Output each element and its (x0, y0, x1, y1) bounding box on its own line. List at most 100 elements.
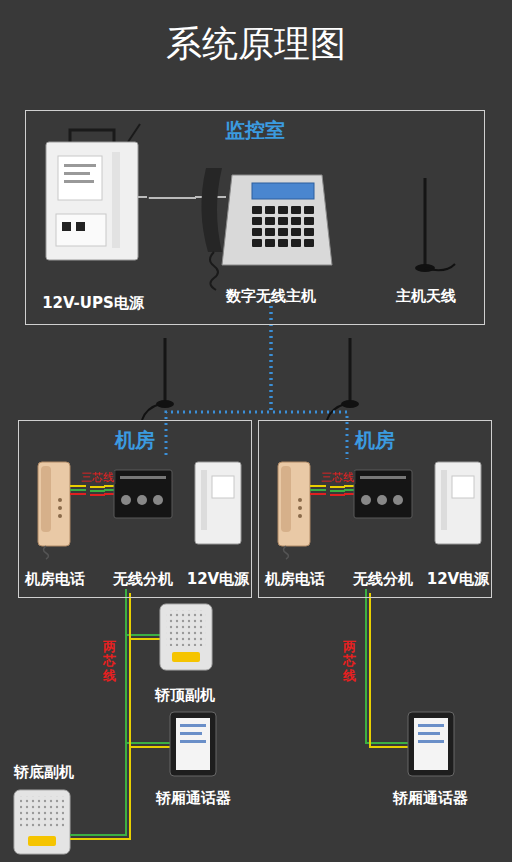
device-label: 12V电源 (187, 569, 249, 589)
machine-room-illustration-part (153, 495, 163, 505)
machine-room-illustration (38, 462, 241, 559)
machine-room-illustration-part (212, 476, 234, 498)
car-intercom-illustration (148, 712, 454, 776)
machine-room-panel: 机房机房电话无线分机12V电源 (258, 420, 492, 598)
machine-room-illustration-part (201, 470, 207, 530)
device-label: 12V电源 (427, 569, 489, 589)
wire-strand (126, 589, 145, 635)
machine-room-illustration-part (70, 485, 86, 487)
car-bottom-speaker-illustration-part (70, 834, 84, 836)
host-phone-illustration-part (252, 206, 317, 250)
machine-room-illustration-part (114, 470, 172, 518)
car-intercom-illustration-part (418, 724, 444, 727)
car-intercom-illustration-part (385, 742, 408, 744)
device-label: 无线分机 (113, 569, 173, 589)
wire-strand (166, 306, 271, 459)
car-intercom-illustration-part (180, 740, 206, 743)
device-label: 轿顶副机 (155, 685, 215, 705)
car-top-speaker-illustration-part (166, 610, 206, 646)
machine-room-illustration-part (121, 495, 131, 505)
panel-heading: 监控室 (225, 117, 285, 143)
wire-strand (90, 494, 105, 496)
ups-illustration-part (76, 222, 85, 231)
ups-illustration-part (128, 124, 140, 142)
machine-room-illustration-part (44, 546, 49, 559)
device-label: 12V-UPS电源 (42, 293, 144, 313)
ups-illustration-part (64, 180, 94, 183)
wire-strand (149, 197, 196, 199)
machine-room-illustration-part (38, 462, 70, 546)
machine-room-illustration-part (104, 485, 114, 487)
wire-strand (90, 490, 105, 492)
room-antenna-illustration-part (142, 404, 160, 420)
device-label: 轿厢通话器 (393, 788, 468, 808)
car-bottom-speaker-illustration-part (70, 838, 88, 840)
wire-connector (330, 487, 345, 495)
device-label: 机房电话 (265, 569, 325, 589)
host-antenna-illustration-part (424, 178, 427, 266)
power-supply-device: 12V电源 (422, 459, 494, 589)
car-top-speaker-illustration (145, 604, 212, 670)
host-antenna-device: 主机天线 (381, 176, 471, 306)
wire-strand (370, 593, 389, 747)
car-top-speaker-illustration-part (149, 638, 160, 640)
ups-illustration-part (70, 130, 114, 142)
wire-strand (366, 589, 385, 743)
host-phone-illustration (195, 168, 332, 290)
machine-room-illustration-part (137, 495, 147, 505)
wire-connector (166, 306, 271, 459)
device-label: 机房电话 (25, 569, 85, 589)
car-bottom-speaker-illustration (14, 790, 88, 854)
wire-label: 三芯线 (80, 471, 115, 484)
car-top-speaker: 轿顶副机 (145, 600, 225, 705)
car-bottom-speaker-illustration-part (28, 836, 56, 846)
host-phone-illustration-part (210, 252, 218, 290)
wire-connector (84, 589, 130, 839)
cable-label: 两芯线 (103, 640, 116, 683)
wire-strand (330, 490, 345, 492)
car-intercom-illustration-part (170, 712, 216, 776)
ups-illustration (46, 124, 147, 260)
car-top-speaker-illustration-part (145, 634, 160, 636)
cable-label: 两芯线 (343, 640, 356, 683)
car-intercom-illustration-part (418, 732, 440, 735)
car-top-speaker-illustration-part (172, 652, 200, 662)
power-supply-device: 12V电源 (182, 459, 254, 589)
host-phone-illustration-part (222, 175, 332, 265)
wire-strand (330, 494, 345, 496)
host-phone-illustration-part (201, 168, 222, 252)
machine-room-illustration-part (58, 514, 62, 518)
room-antenna-illustration-part (164, 338, 167, 402)
wire-strand (130, 593, 149, 639)
device-label: 轿厢通话器 (156, 788, 231, 808)
ups-illustration-part (138, 196, 147, 198)
ups-illustration-part (56, 214, 106, 246)
device-label: 轿底副机 (14, 762, 74, 782)
car-intercom-illustration-part (389, 746, 408, 748)
wire-label: 三芯线 (320, 471, 355, 484)
machine-room-illustration-part (104, 493, 114, 495)
wire-strand (330, 486, 345, 488)
wireless-extension-device: 无线分机 (105, 459, 181, 589)
car-intercom-illustration-part (414, 718, 448, 770)
panel-heading: 机房 (115, 427, 155, 453)
machine-room-illustration-part (58, 506, 62, 510)
machine-room-illustration (278, 462, 481, 559)
host-antenna-illustration (415, 178, 455, 272)
machine-room-illustration-part (70, 489, 86, 491)
car-bottom-speaker-illustration-part (20, 796, 64, 828)
ups-illustration-part (64, 172, 90, 175)
ups-illustration-part (64, 164, 96, 167)
car-bottom-speaker: 轿底副机 (4, 762, 84, 858)
wire-connector (271, 306, 347, 459)
car-intercom-illustration-part (180, 724, 206, 727)
ups-power-device: 12V-UPS电源 (37, 123, 149, 313)
wire-connector (366, 589, 389, 747)
wire-strand (90, 486, 105, 488)
car-bottom-speaker-illustration-part (14, 790, 70, 854)
host-antenna-illustration-part (425, 264, 455, 270)
room-antenna-illustration-part (327, 404, 345, 420)
panel-heading: 机房 (355, 427, 395, 453)
room-antenna-illustration (142, 338, 359, 420)
